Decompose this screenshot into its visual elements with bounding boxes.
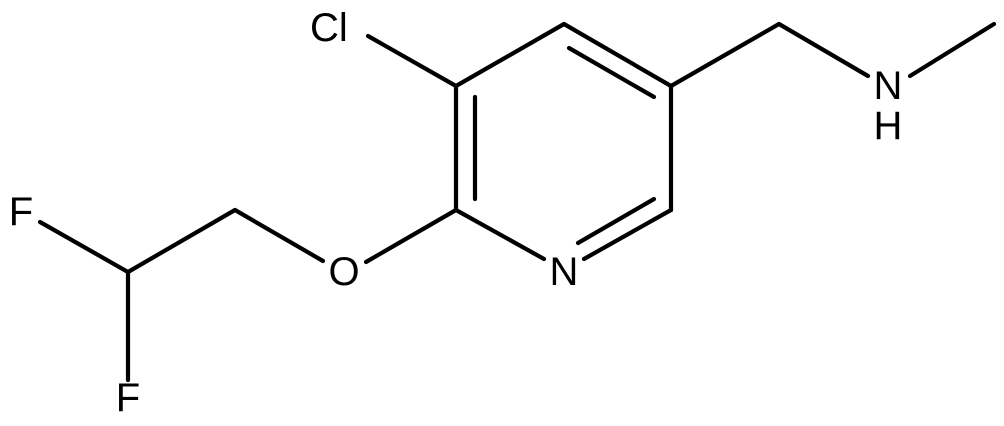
atom-label-o: O (328, 250, 359, 294)
pyridine-ring (453, 21, 674, 262)
substituent-bonds (37, 21, 997, 383)
atom-label-n-ring: N (550, 250, 579, 294)
bond-n-c6 (453, 207, 547, 262)
bond-c2-n-inner (575, 196, 657, 246)
bond-c5-cl (365, 33, 459, 89)
bond-c4-c3-inner (566, 45, 657, 100)
bond-c4-c3 (561, 21, 674, 89)
bond-c2-n (581, 207, 674, 262)
bond-o-ch2 (232, 207, 326, 264)
bond-c3-ch2 (668, 21, 782, 89)
atom-label-f1: F (9, 190, 33, 234)
bond-chf2-f1 (37, 219, 131, 275)
atom-label-cl: Cl (310, 6, 348, 50)
bond-c6-o (363, 207, 459, 265)
bond-ch2-nh (776, 21, 871, 79)
bond-ch2-chf2 (125, 207, 238, 275)
atom-label-n-amine: N (874, 64, 903, 108)
atom-labels: Cl N O N H F F (9, 6, 903, 420)
bond-c5-c4 (453, 21, 567, 89)
atom-label-f2: F (116, 376, 140, 420)
atom-label-h-amine: H (874, 104, 903, 148)
bond-nh-ch3 (907, 21, 997, 79)
